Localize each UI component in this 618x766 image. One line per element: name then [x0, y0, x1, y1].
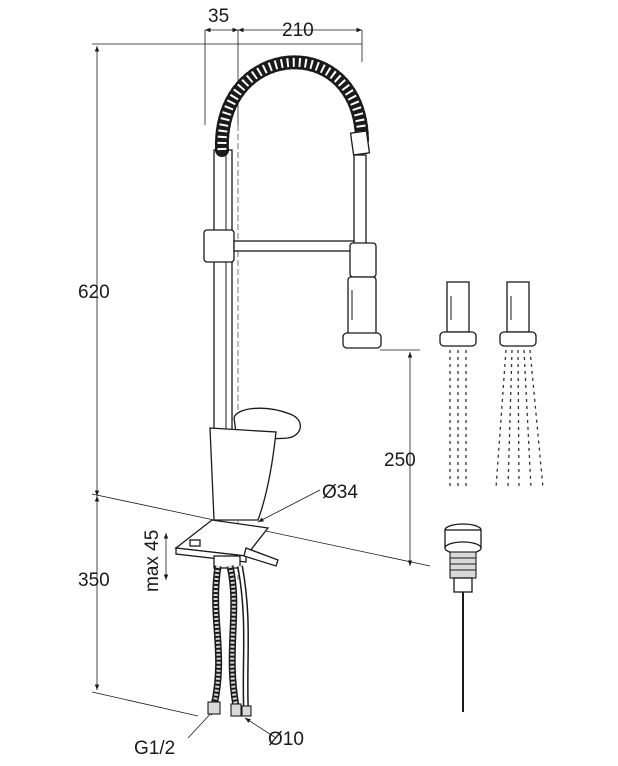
label-dia10: Ø10	[268, 729, 304, 750]
shower-jet-5	[529, 349, 544, 489]
label-210: 210	[282, 20, 314, 41]
dia34-leader	[257, 489, 321, 523]
column-collar	[203, 229, 235, 263]
shower-nozzle	[499, 331, 537, 347]
connecting-bar	[233, 240, 355, 252]
fitting-g12	[207, 701, 221, 715]
base-slot	[189, 539, 201, 547]
label-g12: G1/2	[134, 738, 175, 759]
label-dia34: Ø34	[322, 482, 358, 503]
spray-nozzle	[342, 332, 382, 349]
hose-left-braid	[212, 565, 221, 707]
label-350: 350	[78, 570, 110, 591]
shower-jet-3	[517, 349, 520, 489]
label-max45: max 45	[142, 530, 163, 592]
label-250: 250	[384, 450, 416, 471]
label-35: 35	[208, 6, 229, 27]
spring-coil	[214, 55, 369, 157]
faucet	[174, 55, 382, 717]
label-620: 620	[78, 282, 110, 303]
popup-waste	[444, 523, 482, 712]
dimension-lines	[91, 27, 431, 739]
spray-mode-stream	[439, 281, 477, 488]
mounting-wing	[243, 547, 279, 567]
hose-mid-braid	[228, 565, 238, 707]
hose-right-inner	[238, 565, 248, 711]
shower-jet-4	[523, 349, 532, 489]
waste-tail	[453, 577, 473, 593]
spray-hose	[353, 154, 367, 246]
spring-end-sleeve	[349, 130, 371, 156]
g12-leader	[187, 709, 215, 739]
mixer-body	[209, 427, 277, 521]
dia10-leader	[244, 717, 277, 739]
stream-nozzle	[439, 331, 477, 347]
fitting-left	[230, 703, 242, 717]
spray-holder	[349, 242, 377, 278]
dimension-labels: 35 210 620 250 Ø34 max 45 350 G1/2 Ø10	[78, 6, 416, 759]
stream-head-body	[446, 281, 470, 333]
fitting-right	[241, 705, 252, 717]
spray-mode-shower	[495, 281, 544, 489]
waste-body	[449, 551, 477, 579]
main-column	[213, 149, 233, 431]
shower-head-body	[506, 281, 530, 333]
shower-jet-2	[507, 349, 513, 489]
shower-jet-1	[495, 349, 507, 489]
bottom-extension-line	[91, 691, 199, 717]
spring-coil-inner	[217, 58, 367, 151]
